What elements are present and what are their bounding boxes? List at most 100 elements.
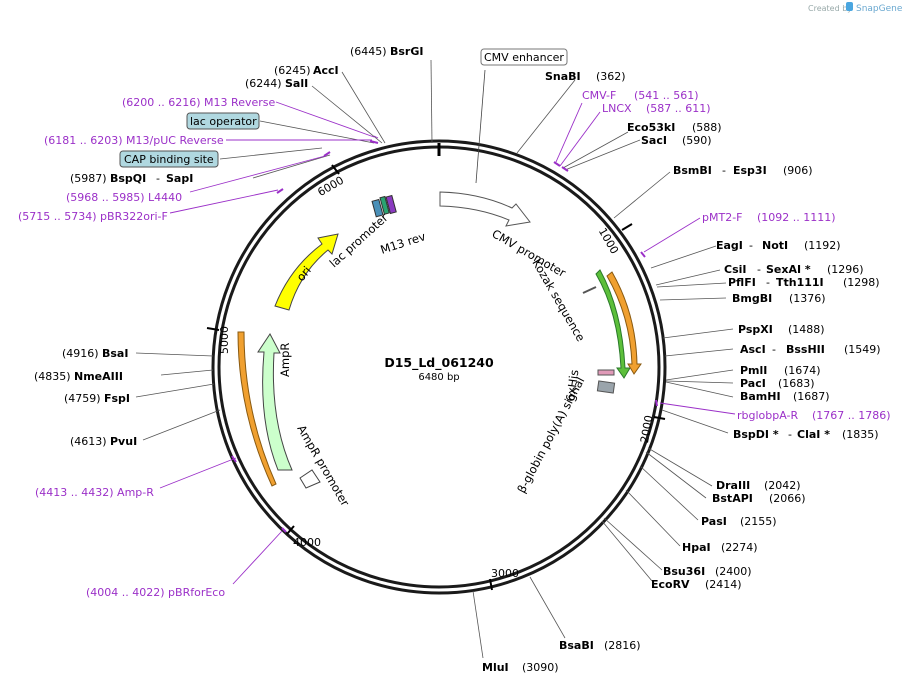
label-bglobin: β-globin poly(A) signal: [514, 375, 587, 496]
site-ecorv[interactable]: EcoRV: [651, 578, 690, 591]
cmv-promoter-arrow[interactable]: [439, 191, 531, 227]
site-paci-pos: (1683): [778, 377, 815, 390]
site-pspxi-pos: (1488): [788, 323, 825, 336]
site-sexai[interactable]: SexAI *: [766, 263, 811, 276]
site-saci[interactable]: SacI: [641, 134, 667, 147]
site-bsai[interactable]: BsaI: [102, 347, 128, 360]
site-bstapi[interactable]: BstAPI: [712, 492, 753, 505]
ampr-arrow[interactable]: [257, 333, 293, 471]
site-acci[interactable]: AccI: [313, 64, 339, 77]
kozak-marker: [582, 286, 597, 294]
label-cmv-promoter: CMV promoter: [490, 226, 569, 280]
orange-orf-arrow[interactable]: [606, 271, 642, 375]
label-6xhis: 6xHis: [563, 369, 581, 403]
site-nmeaiii[interactable]: NmeAIII: [74, 370, 123, 383]
backbone-outer: [211, 139, 667, 595]
ampr-promoter-arrow[interactable]: [299, 469, 321, 489]
primer-m13-reverse[interactable]: (6200 .. 6216) M13 Reverse: [122, 96, 275, 109]
site-nmeaiii-pos: (4835): [34, 370, 71, 383]
site-pasi[interactable]: PasI: [701, 515, 727, 528]
site-csii[interactable]: CsiI: [724, 263, 746, 276]
site-bspqi[interactable]: BspQI: [110, 172, 146, 185]
site-fspi[interactable]: FspI: [104, 392, 130, 405]
credit-created-by: Created by: [808, 4, 852, 13]
primer-ticks: [231, 140, 658, 533]
site-mlui[interactable]: MluI: [482, 661, 509, 674]
bglobin-polya-box[interactable]: [596, 380, 616, 394]
ori-arrow[interactable]: [274, 233, 339, 311]
site-ecorv-pos: (2414): [705, 578, 742, 591]
credit-brand: SnapGene: [856, 4, 903, 14]
tick-1000: [621, 223, 633, 231]
label-ampr: AmpR: [278, 343, 292, 377]
primer-rbglobpa-r[interactable]: rbglobpA-R: [737, 409, 798, 422]
lac-operator-label-box[interactable]: [186, 112, 260, 130]
his-tag-marker: [597, 369, 615, 376]
site-pflfi-sep: -: [766, 276, 770, 289]
primer-pbrforeco[interactable]: (4004 .. 4022) pBRforEco: [86, 586, 225, 599]
site-bsabi-pos: (2816): [604, 639, 641, 652]
site-saci-pos: (590): [682, 134, 712, 147]
site-hpai-pos: (2274): [721, 541, 758, 554]
lac-operator-box[interactable]: [371, 198, 384, 218]
site-bsrgi[interactable]: BsrGI: [390, 45, 423, 58]
site-bspdi-pos: (1835): [842, 428, 879, 441]
label-lac-operator: lac operator: [190, 115, 257, 128]
primer-lncx[interactable]: LNCX: [602, 102, 632, 115]
site-bmgbi[interactable]: BmgBI: [732, 292, 772, 305]
primer-m13-puc-reverse[interactable]: (6181 .. 6203) M13/pUC Reverse: [44, 134, 224, 147]
site-sapi[interactable]: SapI: [166, 172, 193, 185]
site-esp3i[interactable]: Esp3I: [733, 164, 767, 177]
tick-6000: [331, 164, 340, 175]
site-pasi-pos: (2155): [740, 515, 777, 528]
site-bsmbi[interactable]: BsmBI: [673, 164, 712, 177]
primer-l4440[interactable]: (5968 .. 5985) L4440: [66, 191, 182, 204]
label-cmv-enhancer: CMV enhancer: [484, 51, 564, 64]
primer-pbr322ori-f[interactable]: (5715 .. 5734) pBR322ori-F: [18, 210, 168, 223]
left-orange-orf[interactable]: [237, 331, 277, 487]
site-draiii[interactable]: DraIII: [716, 479, 750, 492]
site-noti[interactable]: NotI: [762, 239, 788, 252]
site-bsrgi-pos: (6445): [350, 45, 387, 58]
site-bsu36i[interactable]: Bsu36I: [663, 565, 705, 578]
tick-label-3000: 3000: [491, 567, 519, 580]
site-pflfi[interactable]: PflFI: [728, 276, 756, 289]
site-bsai-pos: (4916): [62, 347, 99, 360]
lac-promoter-box[interactable]: [379, 195, 390, 215]
primer-rbglobpa-r-range: (1767 .. 1786): [812, 409, 891, 422]
cmv-enhancer-box[interactable]: [480, 48, 568, 66]
site-bmgbi-pos: (1376): [789, 292, 826, 305]
plasmid-name: D15_Ld_061240: [384, 355, 494, 371]
site-pflfi-pos: (1298): [843, 276, 880, 289]
site-paci[interactable]: PacI: [740, 377, 766, 390]
site-bsabi[interactable]: BsaBI: [559, 639, 594, 652]
site-sali[interactable]: SalI: [285, 77, 308, 90]
site-bspdi-sep: -: [788, 428, 792, 441]
site-bspdi[interactable]: BspDI *: [733, 428, 779, 441]
site-asci[interactable]: AscI: [740, 343, 766, 356]
plasmid-length: 6480 bp: [418, 372, 459, 383]
green-orf-arrow[interactable]: [595, 269, 631, 379]
tick-marks: [206, 164, 666, 591]
primer-cmv-f[interactable]: CMV-F: [582, 89, 616, 102]
primer-amp-r[interactable]: (4413 .. 4432) Amp-R: [35, 486, 154, 499]
site-eco53ki[interactable]: Eco53kI: [627, 121, 675, 134]
tick-2000: [653, 416, 666, 420]
site-clai[interactable]: ClaI *: [797, 428, 830, 441]
site-hpai[interactable]: HpaI: [682, 541, 711, 554]
site-pmli[interactable]: PmlI: [740, 364, 767, 377]
site-bsshii[interactable]: BssHII: [786, 343, 825, 356]
site-bamhi[interactable]: BamHI: [740, 390, 781, 403]
primer-pmt2-f[interactable]: pMT2-F: [702, 211, 743, 224]
m13-rev-box[interactable]: [385, 194, 397, 215]
site-eagi[interactable]: EagI: [716, 239, 743, 252]
site-snabi[interactable]: SnaBI: [545, 70, 581, 83]
site-bsmbi-sep: -: [722, 164, 726, 177]
site-pspxi[interactable]: PspXI: [738, 323, 773, 336]
site-tth111i[interactable]: Tth111I: [776, 276, 824, 289]
primer-leaders: [159, 101, 736, 585]
site-mlui-pos: (3090): [522, 661, 559, 674]
site-pvui[interactable]: PvuI: [110, 435, 137, 448]
cap-site-box[interactable]: [119, 150, 219, 168]
